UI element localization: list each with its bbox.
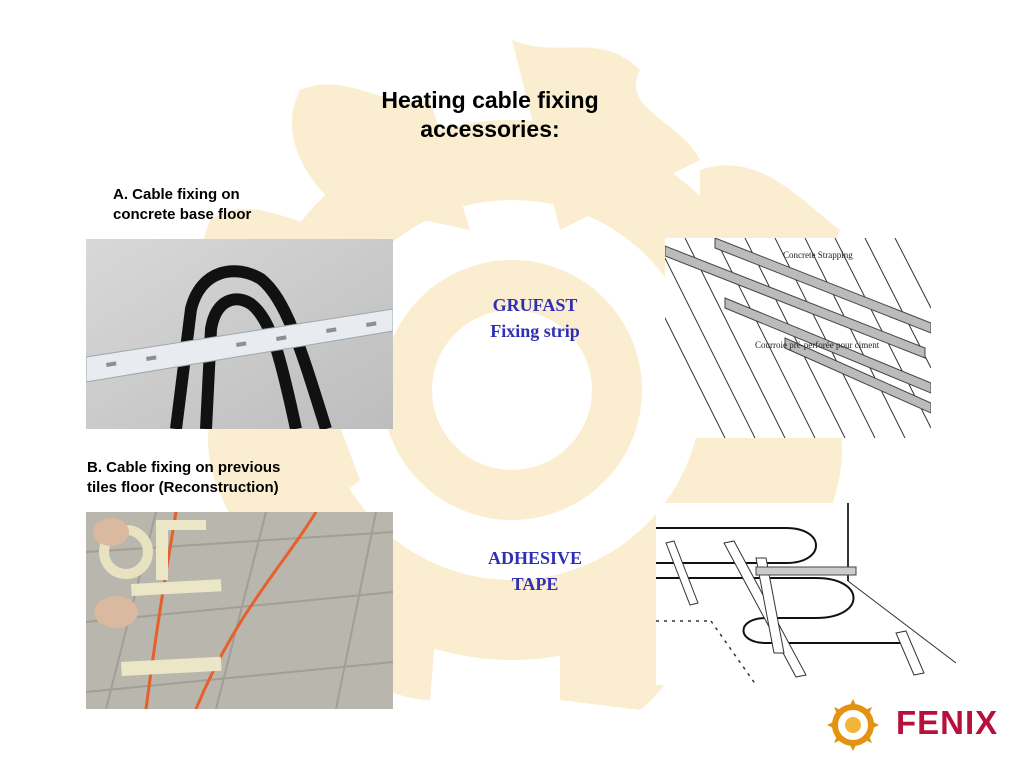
brand-name: FENIX [896,704,999,741]
section-b-line-2: tiles floor (Reconstruction) [87,479,279,496]
caption-1-line-1: GRUFAST [492,295,578,315]
courroie-label: Courroie pré-perforée pour ciment [755,340,880,350]
section-a-line-2: concrete base floor [113,206,252,223]
concrete-strapping-diagram: Concrete Strapping Courroie pré-perforée… [665,238,931,438]
adhesive-tape-caption: ADHESIVE TAPE [445,545,625,597]
caption-1-line-2: Fixing strip [490,321,580,341]
concrete-strapping-label: Concrete Strapping [783,250,853,260]
adhesive-tape-photo [86,512,393,709]
section-a-line-1: A. Cable fixing on [113,186,240,203]
title-line-2: accessories: [420,116,560,142]
caption-2-line-2: TAPE [511,574,559,594]
sun-logo-icon [827,699,879,751]
grufast-caption: GRUFAST Fixing strip [445,292,625,344]
fixing-strip-photo [86,239,393,429]
section-b-line-1: B. Cable fixing on previous [87,459,281,476]
slide-title: Heating cable fixing accessories: [300,86,680,144]
section-a-label: A. Cable fixing on concrete base floor [113,185,353,225]
section-b-label: B. Cable fixing on previous tiles floor … [87,458,387,498]
adhesive-tape-diagram [656,503,956,685]
title-line-1: Heating cable fixing [381,87,599,113]
fenix-logo [827,699,879,751]
caption-2-line-1: ADHESIVE [487,548,583,568]
